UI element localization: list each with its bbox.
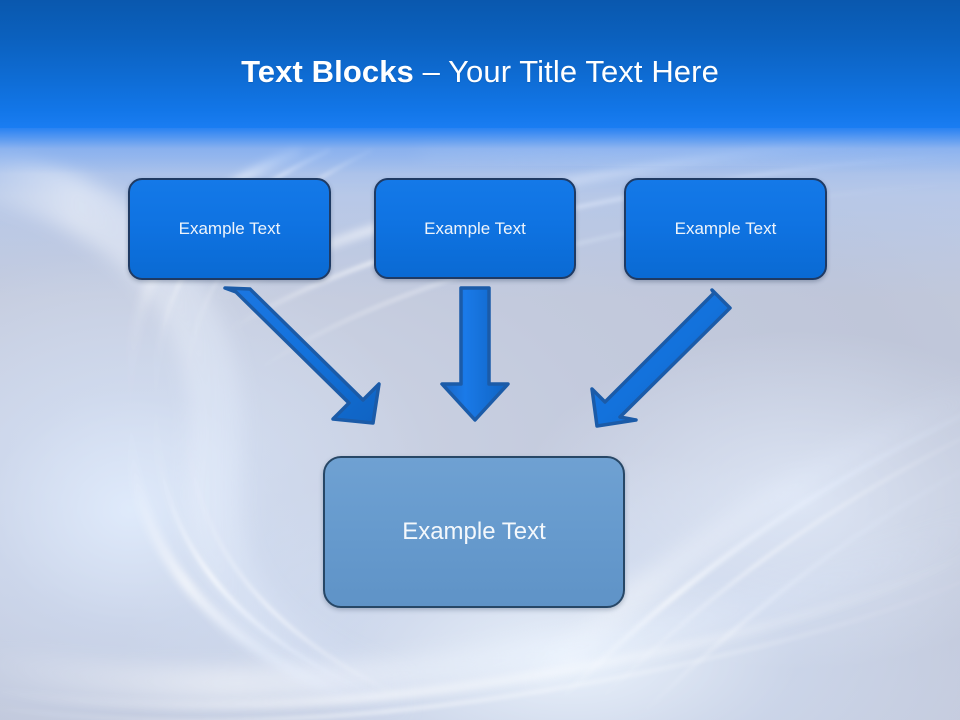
page-title: Text Blocks – Your Title Text Here xyxy=(0,52,960,92)
page-title-rest: Your Title Text Here xyxy=(448,54,719,89)
page-title-strong: Text Blocks xyxy=(241,54,414,89)
text-block-3-label: Example Text xyxy=(674,219,777,238)
text-block-2-label: Example Text xyxy=(424,218,526,238)
title-banner-fade xyxy=(0,128,960,174)
result-text-block[interactable]: Example Text xyxy=(323,456,625,608)
text-block-3[interactable]: Example Text xyxy=(624,178,827,280)
text-block-1-label: Example Text xyxy=(178,219,281,238)
title-banner xyxy=(0,0,960,128)
result-text-block-label: Example Text xyxy=(402,518,546,545)
text-block-2[interactable]: Example Text xyxy=(374,178,576,279)
text-block-1[interactable]: Example Text xyxy=(128,178,331,280)
page-title-separator: – xyxy=(413,54,449,89)
